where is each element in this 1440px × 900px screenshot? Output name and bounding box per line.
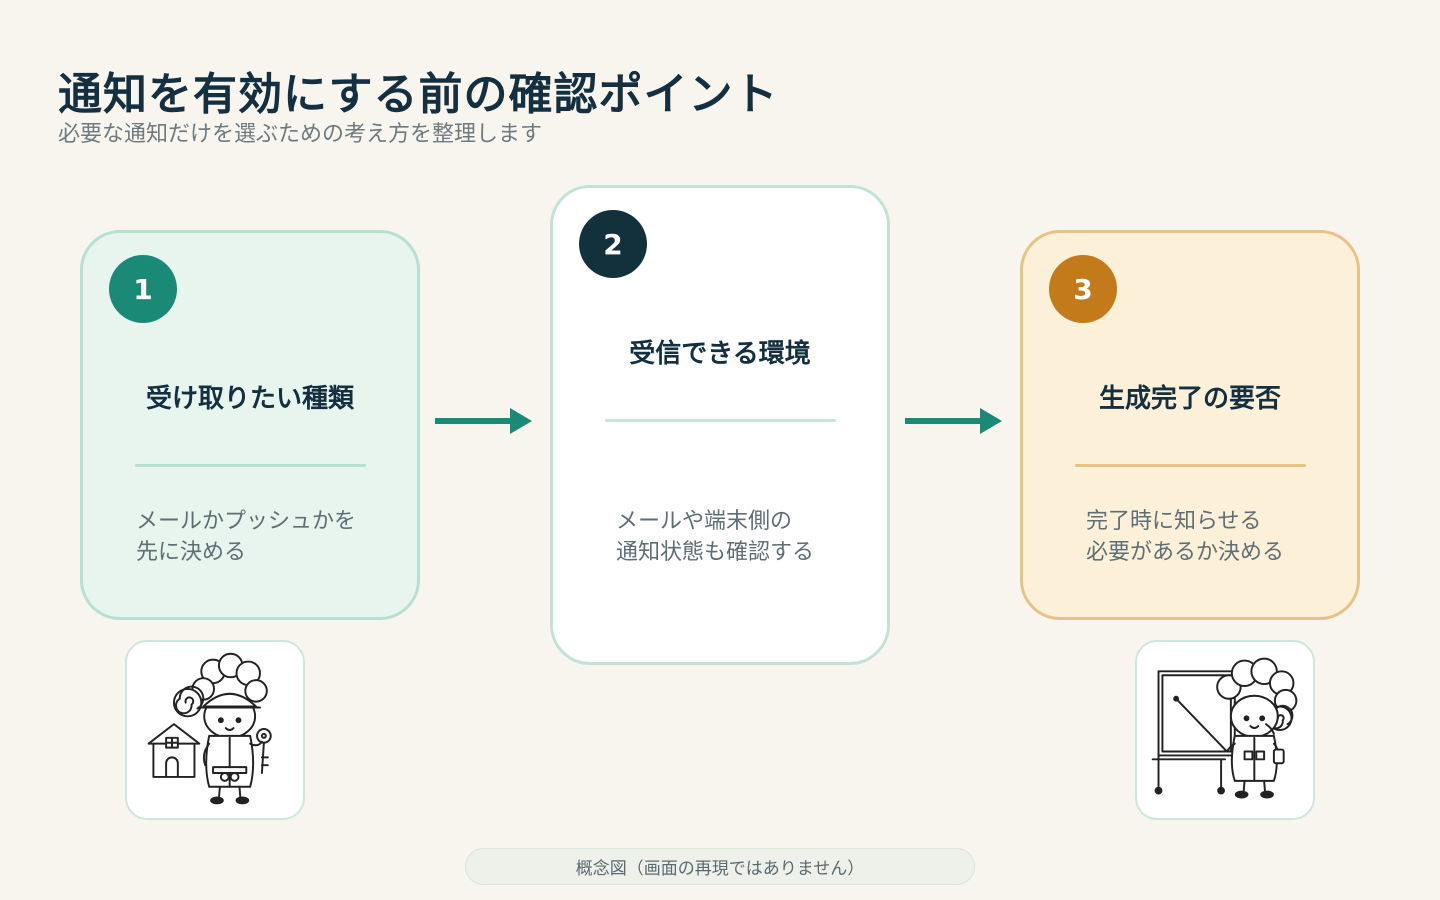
step-description: メールや端末側の 通知状態も確認する xyxy=(616,506,814,568)
step-heading: 受信できる環境 xyxy=(629,339,811,369)
step-description-line: 必要があるか決める xyxy=(1086,540,1285,565)
illustration-left xyxy=(125,640,305,820)
step-number-badge: 2 xyxy=(579,210,647,278)
character-with-house-and-key-icon xyxy=(147,652,272,805)
arrow-right-icon xyxy=(435,408,532,434)
step-description-line: メールかプッシュかを xyxy=(136,509,357,534)
step-divider xyxy=(1075,464,1306,467)
arrow-right-icon xyxy=(905,408,1002,434)
illustration-right xyxy=(1135,640,1315,820)
step-description-line: 先に決める xyxy=(136,540,247,565)
step-number-badge: 3 xyxy=(1049,255,1117,323)
step-heading: 受け取りたい種類 xyxy=(145,384,354,414)
page-subtitle: 必要な通知だけを選ぶための考え方を整理します xyxy=(58,122,543,147)
step-description: 完了時に知らせる 必要があるか決める xyxy=(1086,506,1284,568)
page-title: 通知を有効にする前の確認ポイント xyxy=(58,69,779,120)
step-description-line: 通知状態も確認する xyxy=(616,540,815,565)
step-card-1: 1 受け取りたい種類 メールかプッシュかを 先に決める xyxy=(80,230,420,620)
step-description: メールかプッシュかを 先に決める xyxy=(136,506,356,568)
character-pointing-at-whiteboard-icon xyxy=(1151,657,1298,799)
diagram-caption: 概念図（画面の再現ではありません） xyxy=(465,848,975,885)
step-description-line: メールや端末側の xyxy=(616,509,793,534)
step-heading: 生成完了の要否 xyxy=(1098,384,1281,414)
step-card-2: 2 受信できる環境 メールや端末側の 通知状態も確認する xyxy=(550,185,890,665)
step-number-badge: 1 xyxy=(109,255,177,323)
step-card-3: 3 生成完了の要否 完了時に知らせる 必要があるか決める xyxy=(1020,230,1360,620)
step-description-line: 完了時に知らせる xyxy=(1086,509,1262,534)
step-divider xyxy=(135,464,366,467)
step-divider xyxy=(605,419,836,422)
